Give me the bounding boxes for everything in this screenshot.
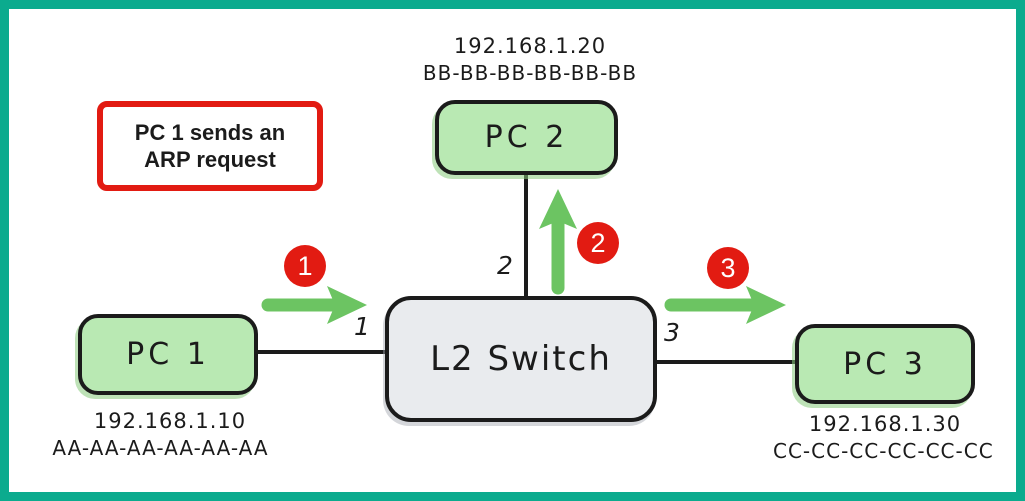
arrow-right-icon bbox=[664, 283, 790, 327]
callout-line-2: ARP request bbox=[144, 147, 276, 172]
node-pc3: PC 3 bbox=[795, 324, 975, 404]
node-l2-switch: L2 Switch bbox=[385, 296, 657, 422]
switch-port-2-label: 2 bbox=[497, 251, 513, 280]
pc3-mac-label: CC-CC-CC-CC-CC-CC bbox=[773, 439, 994, 463]
step-badge-1: 1 bbox=[284, 245, 326, 287]
callout-box: PC 1 sends an ARP request bbox=[97, 101, 323, 191]
node-pc2: PC 2 bbox=[435, 100, 618, 175]
link-pc2-switch bbox=[524, 173, 528, 298]
step-badge-3: 3 bbox=[707, 247, 749, 289]
node-pc1: PC 1 bbox=[78, 314, 258, 395]
pc3-ip-label: 192.168.1.30 bbox=[808, 412, 962, 436]
step-badge-2: 2 bbox=[577, 222, 619, 264]
callout-line-1: PC 1 sends an bbox=[134, 119, 286, 145]
pc1-ip-label: 192.168.1.10 bbox=[93, 409, 247, 433]
pc2-mac-label: BB-BB-BB-BB-BB-BB bbox=[422, 61, 638, 85]
node-pc2-label: PC 2 bbox=[484, 120, 569, 155]
arrow-right-icon bbox=[261, 283, 371, 327]
arrow-up-icon bbox=[536, 187, 580, 295]
switch-port-3-label: 3 bbox=[664, 318, 680, 347]
pc2-ip-label: 192.168.1.20 bbox=[453, 34, 607, 58]
link-pc1-switch bbox=[255, 350, 387, 354]
link-switch-pc3 bbox=[654, 360, 797, 364]
node-l2-switch-label: L2 Switch bbox=[430, 339, 612, 379]
node-pc1-label: PC 1 bbox=[126, 337, 210, 372]
switch-port-1-label: 1 bbox=[354, 312, 370, 341]
pc1-mac-label: AA-AA-AA-AA-AA-AA bbox=[52, 436, 269, 460]
node-pc3-label: PC 3 bbox=[843, 346, 927, 382]
